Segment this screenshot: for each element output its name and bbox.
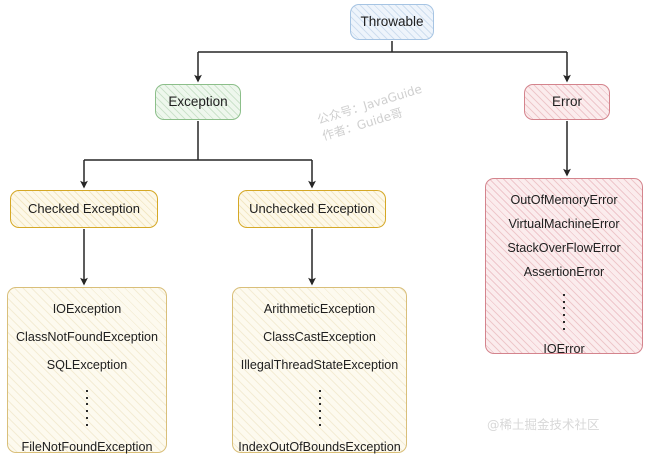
list-item: ClassCastException — [263, 330, 376, 345]
list-item: IndexOutOfBoundsException — [238, 440, 401, 455]
node-checked-exception-label: Checked Exception — [27, 201, 140, 217]
node-checked-exception[interactable]: Checked Exception — [10, 190, 158, 228]
list-item: ClassNotFoundException — [15, 330, 159, 345]
list-item: VirtualMachineError — [508, 217, 620, 232]
list-item: StackOverFlowError — [507, 241, 621, 256]
node-error-list[interactable]: OutOfMemoryError VirtualMachineError Sta… — [485, 178, 643, 357]
node-exception-label: Exception — [168, 94, 228, 110]
list-item: IllegalThreadStateException — [240, 358, 399, 373]
node-unchecked-exception-list[interactable]: ArithmeticException ClassCastException I… — [232, 287, 407, 455]
node-error-label: Error — [552, 94, 582, 110]
watermark-center: 公众号：JavaGuide 作者：Guide哥 — [315, 81, 429, 146]
node-unchecked-exception[interactable]: Unchecked Exception — [238, 190, 386, 228]
list-item: ArithmeticException — [263, 302, 376, 316]
vertical-ellipsis-icon — [12, 387, 162, 428]
node-error[interactable]: Error — [524, 84, 610, 120]
node-throwable-label: Throwable — [360, 14, 424, 30]
node-unchecked-exception-label: Unchecked Exception — [249, 201, 375, 217]
list-item: FileNotFoundException — [21, 440, 153, 455]
list-item: OutOfMemoryError — [510, 193, 618, 207]
list-item: IOException — [52, 302, 122, 316]
node-throwable[interactable]: Throwable — [350, 4, 434, 40]
vertical-ellipsis-icon — [236, 387, 403, 428]
list-item: AssertionError — [523, 265, 605, 280]
node-exception[interactable]: Exception — [155, 84, 241, 120]
list-item: SQLException — [46, 358, 128, 373]
vertical-ellipsis-icon — [490, 291, 638, 332]
watermark-corner: @稀土掘金技术社区 — [487, 417, 600, 432]
list-item: IOError — [543, 342, 585, 357]
node-checked-exception-list[interactable]: IOException ClassNotFoundException SQLEx… — [7, 287, 167, 455]
